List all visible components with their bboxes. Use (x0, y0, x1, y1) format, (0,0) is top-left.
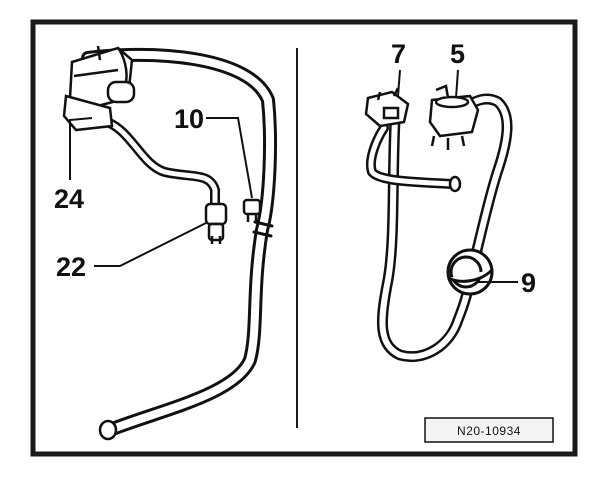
callout-22: 22 (56, 252, 86, 282)
bracket-assembly (62, 45, 136, 132)
callout-9: 9 (521, 268, 536, 298)
connector-10 (242, 198, 262, 222)
valve-22 (204, 202, 228, 244)
callout-7: 7 (391, 39, 406, 69)
right-leader-lines (397, 69, 518, 283)
callout-24: 24 (54, 184, 84, 214)
callout-10: 10 (174, 104, 204, 134)
filter-9 (446, 248, 494, 296)
valve-5 (428, 84, 480, 150)
left-leader-lines (69, 117, 253, 267)
left-panel-hoses (81, 47, 277, 441)
figure-id-box (424, 417, 554, 443)
right-panel-hoses (366, 93, 513, 362)
figure-id: N20-10934 (457, 424, 521, 438)
callout-5: 5 (450, 39, 465, 69)
hose-end-cap (98, 419, 118, 441)
valve-7 (364, 87, 410, 128)
